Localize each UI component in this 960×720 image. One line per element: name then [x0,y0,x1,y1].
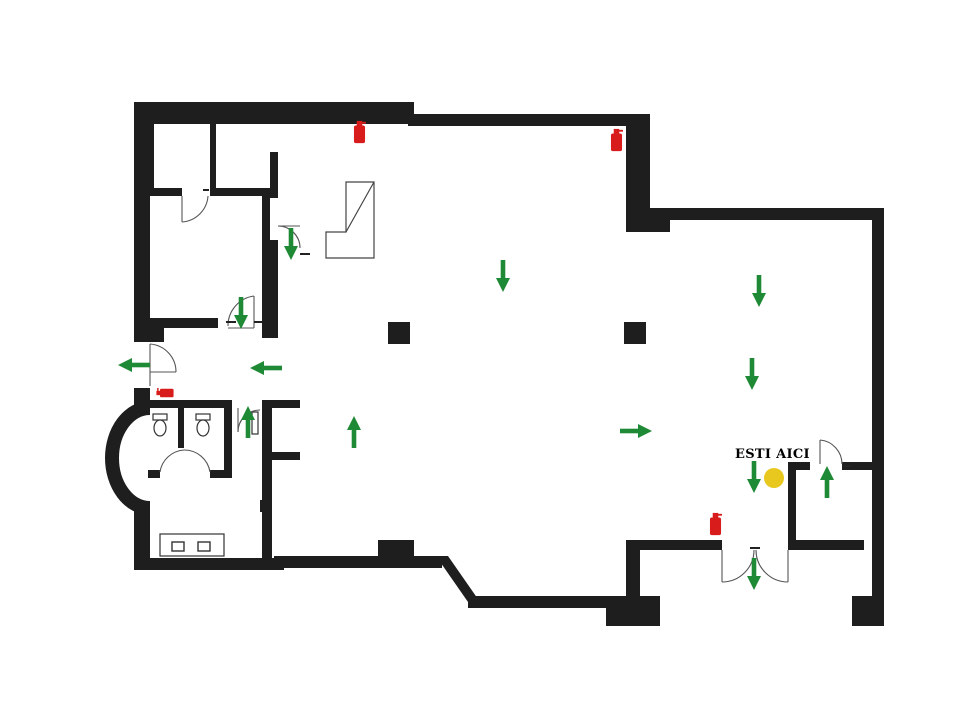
evacuation-arrow-icon [250,361,282,375]
evacuation-arrow-icon [620,424,652,438]
door-swing-icon [159,449,211,473]
urinal-icon [251,411,259,435]
evacuation-arrow-icon [747,558,761,590]
evacuation-arrow-icon [747,461,761,493]
evacuation-arrow-icon [284,228,298,260]
door-swing-icon [819,439,843,465]
evacuation-arrow-icon [745,358,759,390]
door-swing-icon [277,225,301,249]
door-swing-icon [181,195,209,223]
evacuation-arrows [118,228,834,590]
door-swing-icon [721,549,789,583]
toilet-icon [152,413,168,437]
evacuation-arrow-icon [234,297,248,329]
evacuation-arrow-icon [752,275,766,307]
walls [134,102,884,626]
sink-counter [159,533,225,557]
column [388,322,410,344]
evacuation-arrow-icon [347,416,361,448]
you-are-here-marker [764,468,784,488]
evacuation-arrow-icon [496,260,510,292]
toilets [152,411,259,437]
evacuation-arrow-icon [820,466,834,498]
columns [388,322,646,344]
toilet-icon [195,413,211,437]
curved-wall [105,401,151,515]
reception-counter [325,181,375,259]
you-are-here-label: ESTI AICI [735,447,810,462]
evacuation-arrow-icon [118,358,150,372]
column [624,322,646,344]
evacuation-arrow-icon [241,406,255,438]
doors [149,189,852,583]
you-are-here: ESTI AICI [735,447,810,488]
